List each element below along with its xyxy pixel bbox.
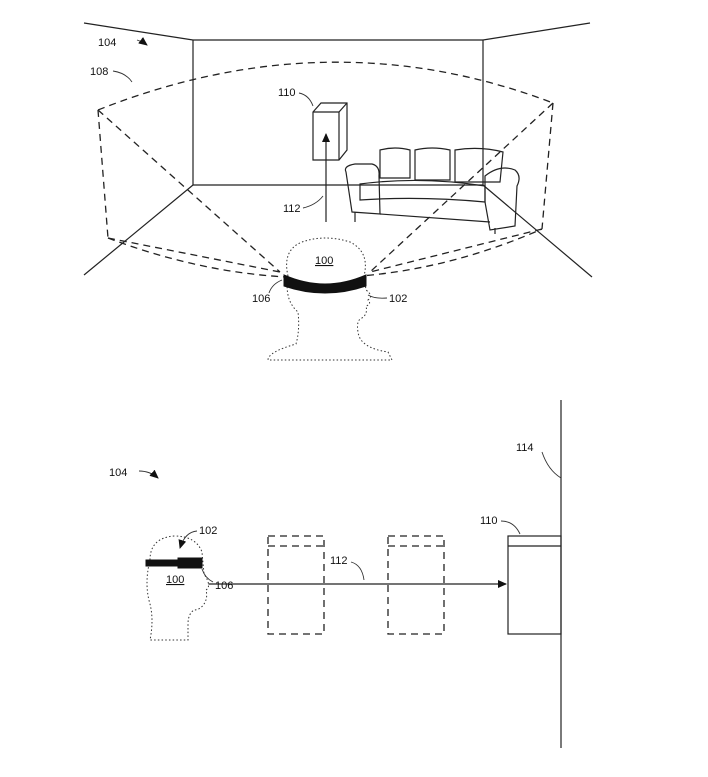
label-object-top: 110 [278,87,296,99]
couch [345,148,519,234]
ghost-box-2 [388,536,444,634]
ghost-box-1 [268,536,324,634]
label-headset-bottom: 102 [199,525,217,537]
label-sensor-top: 106 [252,293,270,305]
top-figure: 104 108 110 112 100 106 102 [84,23,592,360]
label-user-bottom: 100 [166,574,184,586]
room-walls [84,23,592,277]
label-object-bottom: 110 [480,515,498,527]
label-room-top: 104 [98,37,116,49]
label-field-of-view: 108 [90,66,108,78]
object-box-bottom [508,536,561,634]
label-room-bottom: 104 [109,467,127,479]
object-box [313,103,347,160]
user-head-bottom [146,536,209,640]
sensor-bottom [178,558,202,568]
label-line-of-sight-bottom: 112 [330,555,348,567]
label-line-of-sight-top: 112 [283,203,301,215]
label-user-top: 100 [315,255,333,267]
label-sensor-bottom: 106 [215,580,233,592]
bottom-figure: 104 114 110 112 102 100 106 [109,400,561,748]
label-wall: 114 [516,442,534,454]
label-headset-top: 102 [389,293,407,305]
